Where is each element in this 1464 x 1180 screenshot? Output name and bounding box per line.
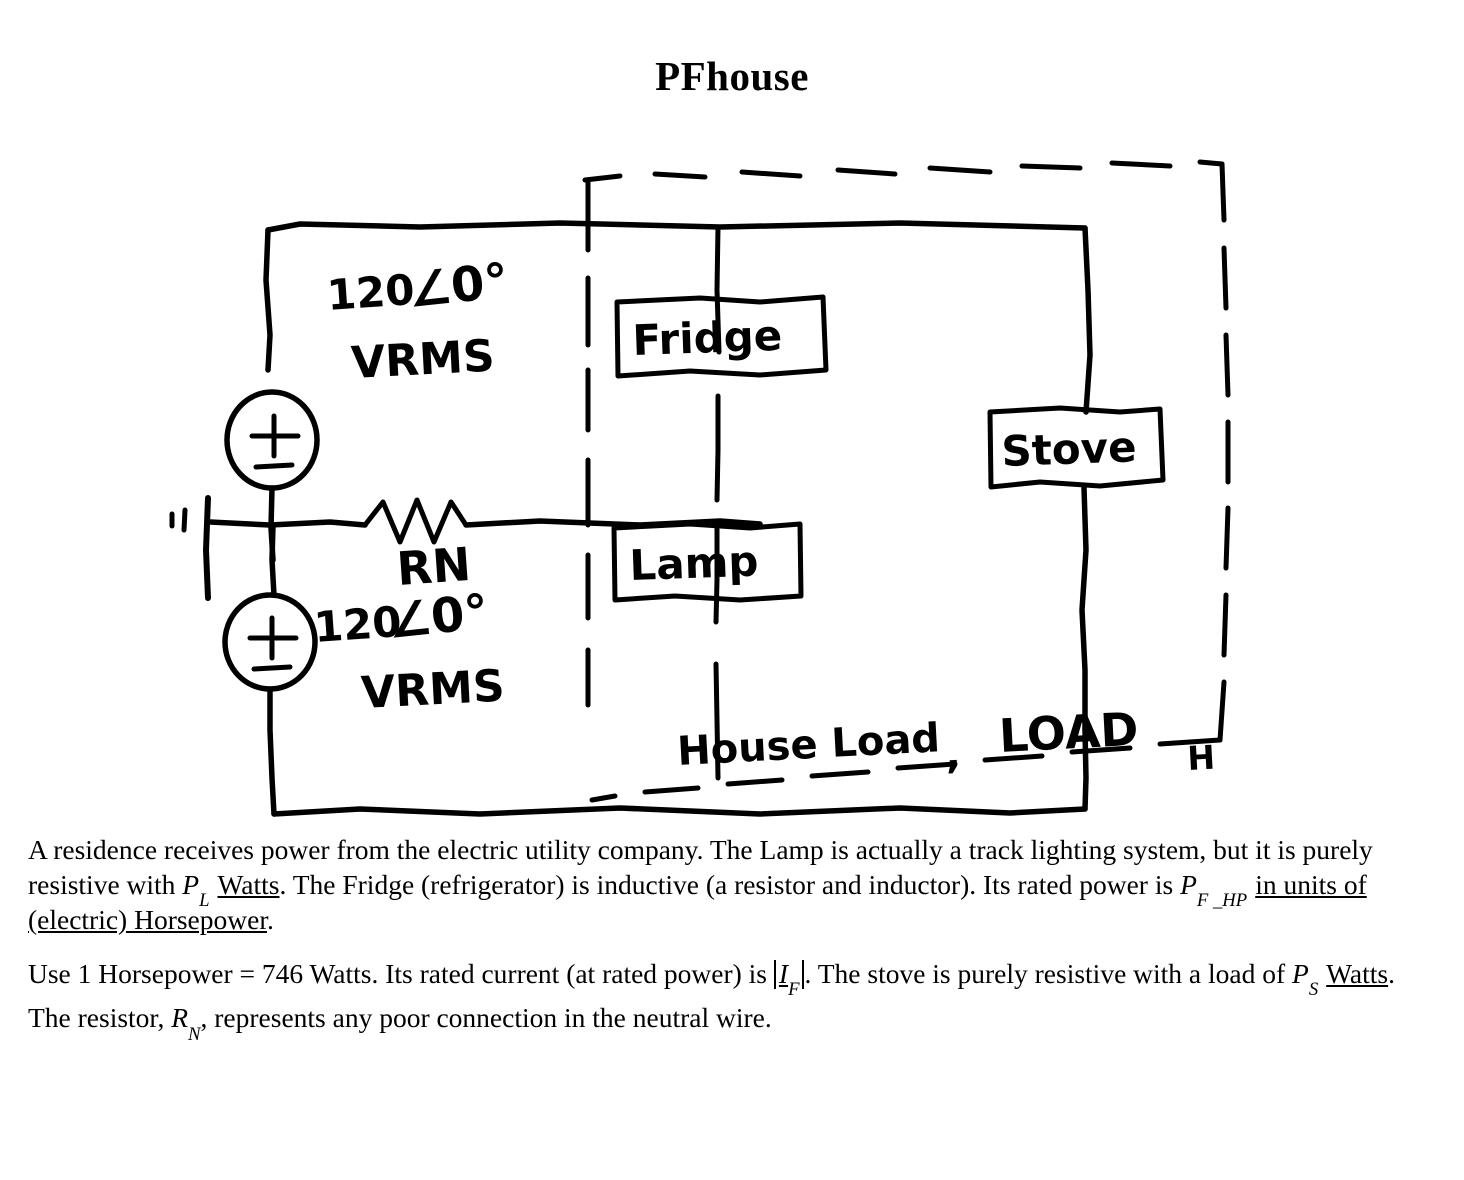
- p1-seg2: . The Fridge (refrigerator) is inductive…: [279, 868, 1181, 900]
- p2-seg3: . The resistor,: [28, 957, 1395, 1034]
- wire-fridge-top: [714, 224, 722, 355]
- wire-lamp-top: [713, 522, 720, 625]
- source-bottom-magnitude: 120: [312, 597, 403, 652]
- source-top-unit: VRMS: [350, 331, 496, 389]
- wire-left-upper: [263, 227, 273, 373]
- load-box-stove: [987, 405, 1166, 490]
- source-top-magnitude: 120: [325, 265, 416, 320]
- underlined-watts-2: Watts: [1326, 957, 1389, 989]
- var-pl-sub: L: [199, 890, 210, 912]
- var-pf-base: P: [1180, 868, 1197, 900]
- p1-seg1: A residence receives power from the elec…: [28, 834, 1373, 900]
- var-pf-hp: PF _HP: [1180, 868, 1247, 910]
- minus-sign-bottom: [251, 664, 293, 672]
- underlined-horsepower: in units of (electric) Horsepower: [28, 868, 1367, 935]
- circuit-diagram-figure: 120 ∠0° VRMS RN 120 ∠0° VRMS Fridge Lamp…: [0, 130, 1464, 820]
- var-rn-sub: N: [188, 1023, 201, 1045]
- plus-sign-top: [249, 413, 301, 459]
- wire-node-to-source-bottom: [269, 522, 277, 598]
- wire-top-rail: [265, 220, 1088, 233]
- wire-stove-bottom: [1079, 485, 1089, 812]
- caption-load-h: LOAD: [998, 702, 1140, 763]
- load-box-fridge: [614, 294, 829, 379]
- load-label-stove: Stove: [1001, 422, 1138, 476]
- abs-if: IF: [773, 957, 805, 999]
- var-ps: PS: [1292, 957, 1318, 999]
- source-top-angle: ∠0°: [405, 253, 511, 319]
- resistor-label-rn: RN: [395, 537, 473, 596]
- wire-bottom-rail: [271, 805, 1088, 817]
- load-box-lamp: [611, 521, 804, 603]
- var-ps-sub: S: [1308, 979, 1319, 1001]
- plus-sign-bottom: [247, 615, 299, 661]
- var-if-base: I: [778, 957, 789, 989]
- ground-icon-tick1: [181, 507, 188, 533]
- wire-lamp-bottom: [713, 661, 721, 781]
- page-title: PFhouse: [655, 53, 809, 99]
- load-label-lamp: Lamp: [629, 537, 760, 590]
- circuit-svg: 120 ∠0° VRMS RN 120 ∠0° VRMS Fridge Lamp…: [169, 159, 1231, 817]
- dashed-box-top: [582, 159, 1225, 183]
- var-if: IF: [778, 957, 800, 999]
- var-pl: PL: [182, 868, 209, 910]
- source-bottom-unit: VRMS: [360, 661, 506, 719]
- source-bottom-label-group: 120 ∠0° VRMS: [312, 584, 506, 719]
- source-bottom-angle: ∠0°: [385, 584, 491, 650]
- caption-load-h-subscript: H: [1186, 738, 1216, 778]
- dashed-box-right: [1217, 161, 1231, 743]
- resistor-icon-rn: [362, 497, 469, 545]
- paragraph-2: Use 1 Horsepower = 746 Watts. Its rated …: [28, 952, 1438, 1044]
- load-label-fridge: Fridge: [632, 311, 783, 365]
- p2-seg2: . The stove is purely resistive with a l…: [804, 957, 1293, 989]
- var-ps-base: P: [1292, 957, 1309, 989]
- var-pl-base: P: [182, 868, 200, 900]
- wire-stove-top: [1082, 225, 1093, 415]
- var-if-sub: F: [788, 979, 800, 1001]
- p2-seg1: Use 1 Horsepower = 746 Watts. Its rated …: [28, 957, 774, 989]
- wire-fridge-bottom: [714, 393, 721, 503]
- source-top-label-group: 120 ∠0° VRMS: [325, 253, 511, 389]
- problem-statement: A residence receives power from the elec…: [28, 833, 1438, 1055]
- underlined-watts-1: Watts: [217, 868, 280, 900]
- paragraph-1: A residence receives power from the elec…: [28, 833, 1438, 938]
- p1-seg3: .: [266, 903, 274, 935]
- var-pf-sub: F _HP: [1196, 890, 1248, 912]
- dashed-box-bottom: [589, 737, 1223, 803]
- p2-seg4: , represents any poor connection in the …: [200, 1002, 772, 1034]
- dashed-box-caption-group: House Load , LOAD H: [676, 702, 1216, 778]
- wire-left-lower: [267, 686, 277, 817]
- caption-comma: ,: [944, 731, 962, 778]
- var-rn-base: R: [171, 1002, 189, 1034]
- var-rn: RN: [171, 1002, 200, 1043]
- ground-icon-bar: [203, 495, 211, 601]
- wire-neutral-left: [207, 519, 368, 528]
- minus-sign-top: [253, 462, 295, 470]
